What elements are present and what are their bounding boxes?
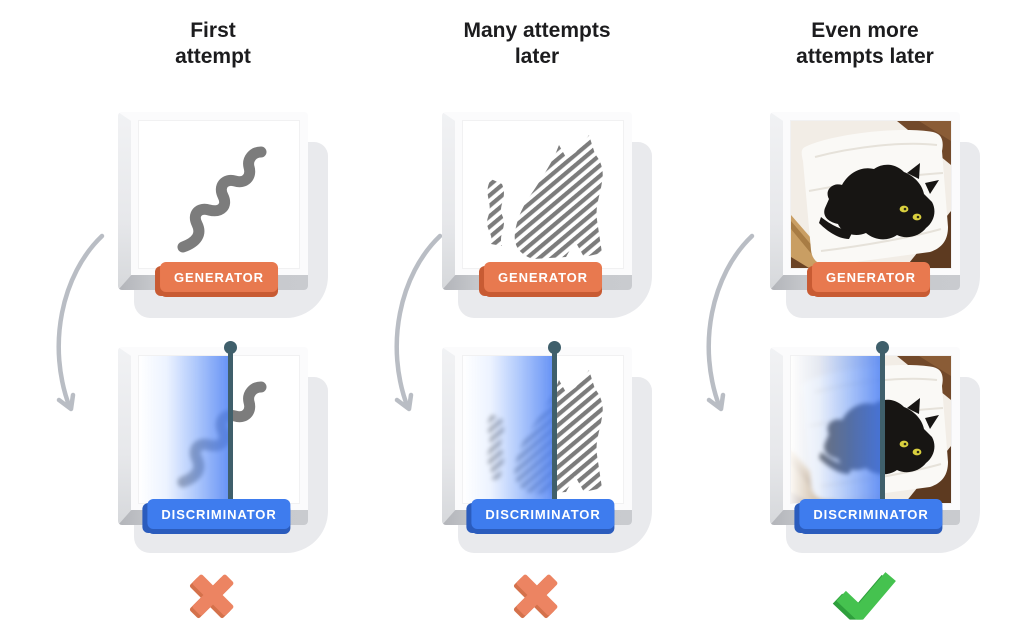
generator-card: GENERATOR (770, 112, 980, 318)
card-bevel-left (118, 112, 131, 290)
generator-canvas (791, 121, 951, 268)
generator-card: GENERATOR (118, 112, 328, 318)
card-bevel-left (770, 112, 783, 290)
card-slab: GENERATOR (442, 112, 632, 292)
card-slab: DISCRIMINATOR (118, 341, 308, 529)
discriminator-canvas (463, 356, 623, 503)
card-bevel-left (442, 112, 455, 290)
generator-badge: GENERATOR (160, 262, 278, 292)
discriminator-canvas (139, 356, 299, 503)
generator-badge: GENERATOR (812, 262, 930, 292)
discriminator-card: DISCRIMINATOR (118, 341, 328, 553)
column-even-more-attempts-later: Even more attempts later GENERATOR (715, 0, 1015, 641)
card-slab: GENERATOR (118, 112, 308, 292)
red-x-icon (186, 568, 240, 622)
discriminator-badge: DISCRIMINATOR (471, 499, 615, 529)
column-title-line2: later (514, 45, 560, 69)
blue-decision-gradient-overlay (791, 356, 883, 503)
generator-canvas (139, 121, 299, 268)
black-cat-photo (791, 121, 951, 268)
blue-decision-gradient-overlay (139, 356, 231, 503)
discriminator-canvas (791, 356, 951, 503)
column-many-attempts-later: Many attempts later GENERATOR (387, 0, 687, 641)
green-check-icon (832, 568, 898, 620)
discriminator-card: DISCRIMINATOR (770, 341, 980, 553)
card-slab: GENERATOR (770, 112, 960, 292)
red-x-icon (510, 568, 564, 622)
discriminator-badge: DISCRIMINATOR (147, 499, 291, 529)
card-bevel-left (118, 347, 131, 525)
column-first-attempt: First attempt GENERATOR (63, 0, 363, 641)
discriminator-badge: DISCRIMINATOR (799, 499, 943, 529)
column-title-line1: Many attempts (463, 19, 611, 42)
column-title-line1: First (190, 19, 236, 42)
column-title: Many attempts later (387, 18, 687, 70)
column-title-line1: Even more (811, 19, 919, 42)
blue-decision-gradient-overlay (463, 356, 555, 503)
column-title-line2: attempts later (796, 45, 934, 69)
card-slab: DISCRIMINATOR (770, 341, 960, 529)
column-title: Even more attempts later (715, 18, 1015, 70)
card-bevel-left (770, 347, 783, 525)
decision-boundary-line (876, 341, 889, 503)
wavy-squiggle-doodle-icon (139, 121, 299, 268)
generator-canvas (463, 121, 623, 268)
card-slab: DISCRIMINATOR (442, 341, 632, 529)
discriminator-card: DISCRIMINATOR (442, 341, 652, 553)
generator-badge: GENERATOR (484, 262, 602, 292)
decision-boundary-line (548, 341, 561, 503)
card-bevel-left (442, 347, 455, 525)
scribbled-cat-sketch-icon (463, 121, 623, 268)
decision-boundary-line (224, 341, 237, 503)
column-title-line2: attempt (175, 45, 251, 69)
column-title: First attempt (63, 18, 363, 70)
generator-card: GENERATOR (442, 112, 652, 318)
